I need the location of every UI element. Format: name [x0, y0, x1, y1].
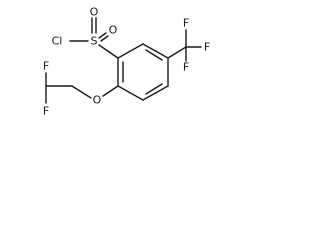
sulfonyl-oxygen-top-label: O	[90, 6, 99, 19]
ring-bond-2	[142, 43, 169, 59]
ring-bond-5	[117, 85, 144, 101]
bond-s-o-right-1	[98, 32, 107, 39]
structure-svg: Cl S O O O F F F F F	[43, 6, 210, 118]
molecule-structure-diagram: Cl S O O O F F F F F	[0, 0, 226, 134]
bond-ring-cf3	[167, 46, 187, 59]
bond-ring-s	[98, 44, 119, 59]
atom-labels: Cl S O O O F F F F F	[43, 6, 210, 118]
difluoroethoxy-group	[45, 72, 119, 104]
ring-double-bond-a	[145, 49, 163, 61]
benzene-ring	[117, 43, 169, 101]
cf3-fluorine-bottom-label: F	[183, 61, 189, 74]
chlorine-atom-label: Cl	[52, 35, 63, 48]
sulfur-atom-label: S	[91, 35, 98, 48]
cf3-fluorine-top-label: F	[183, 17, 189, 30]
sulfonyl-chloride-group	[69, 17, 119, 59]
bond-ring-o	[102, 85, 119, 97]
ring-double-bond-b	[145, 83, 163, 95]
sulfonyl-oxygen-right-label: O	[109, 24, 118, 37]
chf2-fluorine-bottom-label: F	[43, 105, 49, 118]
trifluoromethyl-group	[167, 29, 202, 62]
cf3-fluorine-right-label: F	[204, 41, 210, 54]
bond-o-ch2	[71, 85, 92, 99]
ring-bond-4	[142, 85, 169, 101]
chf2-fluorine-top-label: F	[43, 60, 49, 73]
bond-s-o-right-2	[100, 35, 109, 42]
ether-oxygen-label: O	[93, 94, 102, 107]
ring-bond-1	[117, 43, 144, 59]
